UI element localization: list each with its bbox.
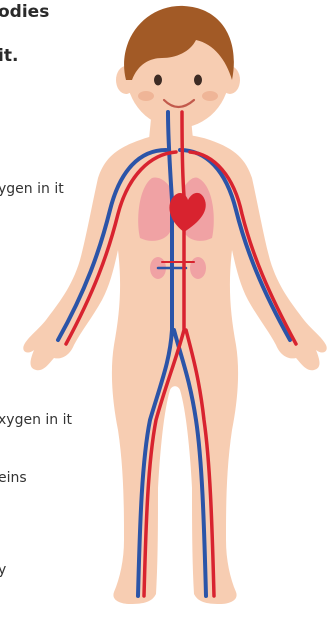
right-cheek <box>202 91 218 101</box>
left-eye <box>154 75 162 86</box>
left-cheek <box>138 91 154 101</box>
right-eye <box>194 75 202 86</box>
right-kidney <box>190 257 206 279</box>
